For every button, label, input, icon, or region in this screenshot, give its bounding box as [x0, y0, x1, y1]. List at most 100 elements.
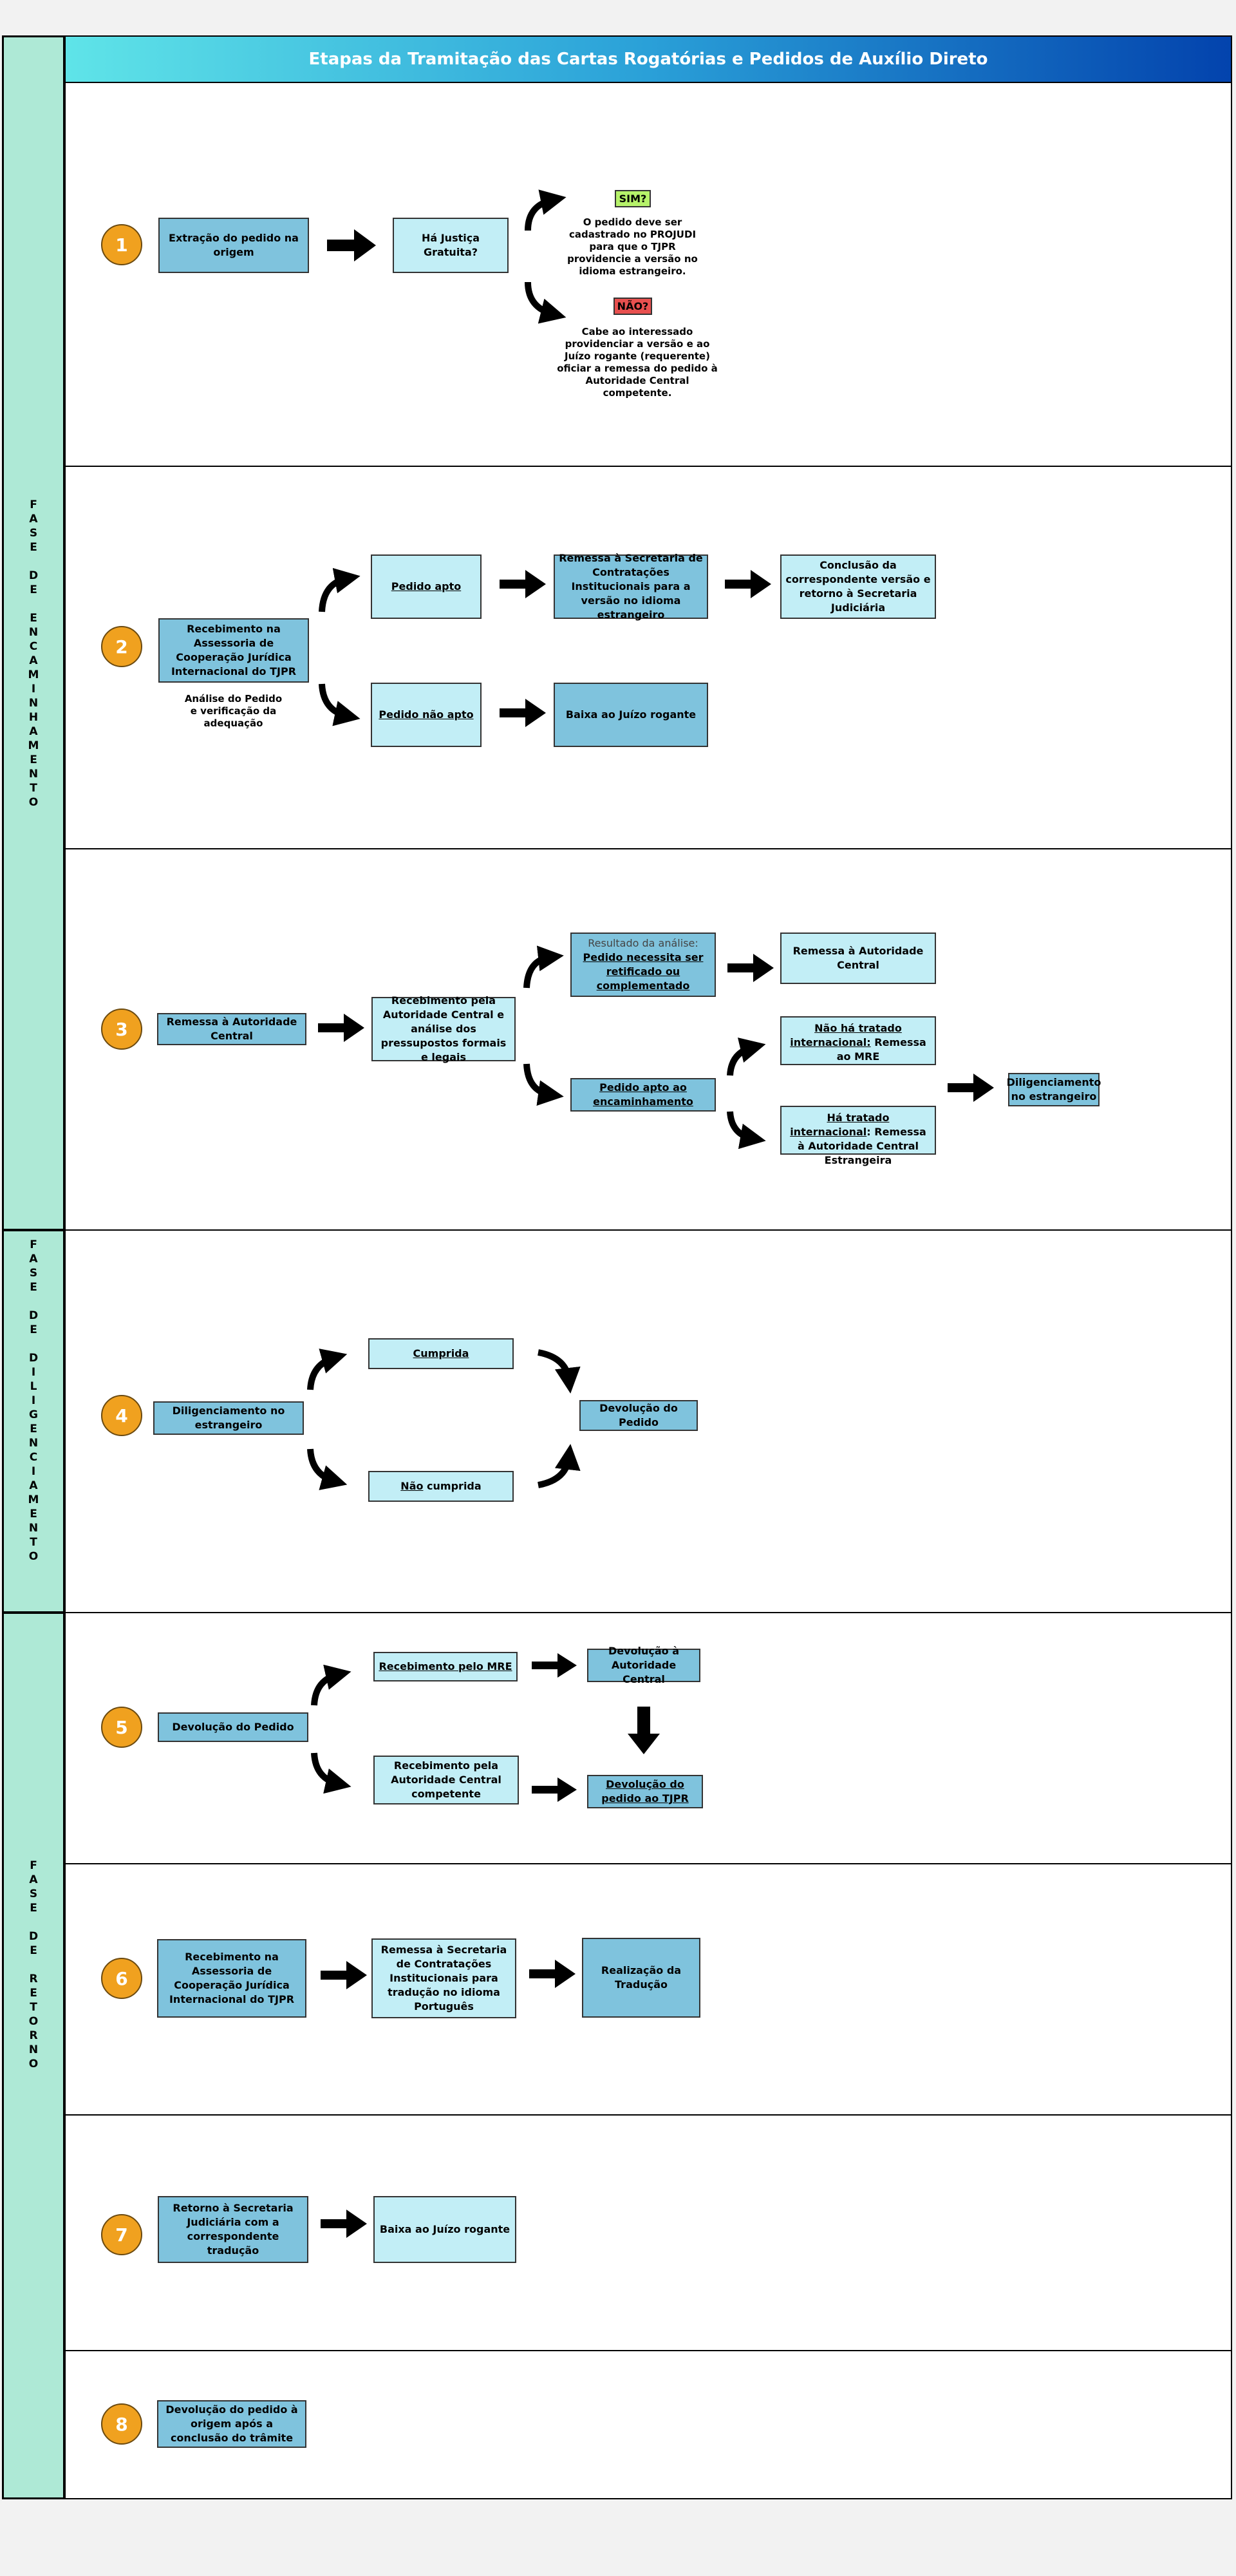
analise-pedido-note: Análise do Pedido e verificação da adequ… — [184, 693, 283, 729]
resultado-analise-label: Resultado da análise: — [588, 937, 698, 949]
phase-letter: E — [30, 1902, 37, 1915]
sim-tag: SIM? — [615, 190, 651, 207]
ha-tratado-label: Há tratado internacional — [790, 1112, 890, 1138]
cumprida-box: Cumprida — [368, 1338, 514, 1369]
nao-cumprida-box: Não cumprida — [368, 1471, 514, 1502]
pedido-apto-encaminhamento-box: Pedido apto ao encaminhamento — [570, 1078, 716, 1112]
phase-letter: C — [29, 640, 38, 653]
baixa-juizo-box-2: Baixa ao Juízo rogante — [554, 683, 708, 747]
nao-ha-tratado-text: Remessa ao MRE — [836, 1036, 926, 1063]
phase-letter: D — [28, 1930, 39, 1943]
pedido-nao-apto-box: Pedido não apto — [371, 683, 482, 747]
diligenciamento-estrangeiro-box-4: Diligenciamento no estrangeiro — [153, 1401, 304, 1435]
recebimento-mre-box: Recebimento pelo MRE — [373, 1652, 518, 1681]
retorno-secretaria-box: Retorno à Secretaria Judiciária com a co… — [158, 2196, 308, 2263]
phase-letter: O — [28, 2058, 39, 2070]
phase-letter: A — [29, 654, 38, 667]
phase-letter: I — [31, 1394, 36, 1407]
phase-letter: E — [30, 583, 37, 596]
phase-letter: O — [28, 2015, 39, 2028]
nao-tag: NÃO? — [613, 298, 652, 315]
devolucao-pedido-box-5: Devolução do Pedido — [158, 1712, 308, 1742]
phase-letter: E — [30, 1323, 37, 1336]
conclusao-versao-box: Conclusão da correspondente versão e ret… — [780, 554, 936, 619]
nao-ha-tratado-label: Não há tratado internacional: — [790, 1022, 902, 1048]
phase-letter: M — [28, 668, 39, 681]
phase-letter: A — [29, 1873, 38, 1886]
realizacao-traducao-box: Realização da Tradução — [582, 1938, 700, 2018]
phase-letter: O — [28, 1550, 39, 1563]
step-number-7: 7 — [101, 2214, 142, 2255]
devolucao-autoridade-central-box: Devolução à Autoridade Central — [587, 1645, 700, 1685]
phase-letter: E — [30, 541, 37, 554]
step-number-2: 2 — [101, 626, 142, 667]
phase-letter: A — [29, 513, 38, 526]
pedido-apto-box: Pedido apto — [371, 554, 482, 619]
nao-cumprida-text: cumprida — [423, 1480, 482, 1492]
phase-letter: F — [30, 1859, 37, 1872]
ha-tratado-box: Há tratado internacional: Remessa à Auto… — [780, 1106, 936, 1166]
phase-letter: T — [30, 2001, 37, 2014]
phase-letter: O — [28, 796, 39, 809]
resultado-analise-text: Pedido necessita ser retificado ou compl… — [583, 951, 704, 992]
phase-letter: N — [28, 1522, 39, 1535]
phase-letter: D — [28, 569, 39, 582]
phase-letter: N — [28, 768, 39, 781]
extracao-pedido-box: Extração do pedido na origem — [158, 218, 309, 273]
phase-letter: N — [28, 626, 39, 639]
devolucao-pedido-tjpr-box: Devolução do pedido ao TJPR — [587, 1775, 703, 1808]
page-title: Etapas da Tramitação das Cartas Rogatóri… — [64, 35, 1232, 83]
phase-letter: M — [28, 1493, 39, 1506]
recebimento-autoridade-central-competente-box: Recebimento pela Autoridade Central comp… — [373, 1756, 519, 1804]
remessa-secretaria-versao-box: Remessa à Secretaria de Contratações Ins… — [554, 552, 708, 621]
phase-letter: N — [28, 697, 39, 710]
nao-cumprida-label: Não — [400, 1480, 424, 1492]
step-number-6: 6 — [101, 1958, 142, 1999]
phase-letter: N — [28, 1437, 39, 1450]
recebimento-assessoria-box-6: Recebimento na Assessoria de Cooperação … — [157, 1939, 306, 2018]
phase-letter: H — [28, 711, 39, 724]
devolucao-pedido-box-4: Devolução do Pedido — [579, 1400, 698, 1431]
phase-letter: I — [31, 1465, 36, 1478]
phase-letter: D — [28, 1352, 39, 1365]
remessa-secretaria-traducao-box: Remessa à Secretaria de Contratações Ins… — [371, 1938, 516, 2018]
phase-letter: F — [30, 498, 37, 511]
recebimento-assessoria-box: Recebimento na Assessoria de Cooperação … — [158, 618, 309, 683]
remessa-autoridade-central-box: Remessa à Autoridade Central — [157, 1013, 306, 1045]
phase-letter: A — [29, 725, 38, 738]
phase-letter: E — [30, 1508, 37, 1520]
phase-letter: A — [29, 1253, 38, 1265]
phase-letter: E — [30, 1987, 37, 2000]
phase-letter: E — [30, 1281, 37, 1294]
step-number-1: 1 — [101, 224, 142, 265]
phase-letter: N — [28, 2043, 39, 2056]
ha-tratado-text: : Remessa à Autoridade Central Estrangei… — [797, 1126, 926, 1166]
recebimento-autoridade-central-box: Recebimento pela Autoridade Central e an… — [371, 994, 516, 1063]
phase-letter: I — [31, 1366, 36, 1379]
step-number-5: 5 — [101, 1707, 142, 1748]
nao-text: Cabe ao interessado providenciar a versã… — [557, 326, 718, 399]
phase-letter: E — [30, 1423, 37, 1435]
phase-letter: R — [29, 1973, 38, 1985]
baixa-juizo-box-7: Baixa ao Juízo rogante — [373, 2196, 516, 2263]
phase-letter: E — [30, 1944, 37, 1957]
resultado-analise-box: Resultado da análise: Pedido necessita s… — [570, 933, 716, 997]
phase-letter: I — [31, 683, 36, 696]
panel-step-1 — [64, 82, 1232, 467]
step-number-8: 8 — [101, 2403, 142, 2445]
phase-letter: E — [30, 612, 37, 625]
remessa-autoridade-central-box-2: Remessa à Autoridade Central — [780, 933, 936, 984]
phase-letter: D — [28, 1309, 39, 1322]
nao-ha-tratado-box: Não há tratado internacional: Remessa ao… — [780, 1016, 936, 1065]
sim-text: O pedido deve ser cadastrado no PROJUDI … — [567, 216, 698, 277]
step-number-3: 3 — [101, 1009, 142, 1050]
phase-letter: E — [30, 753, 37, 766]
phase-letter: S — [29, 1888, 38, 1900]
phase-letter: L — [30, 1380, 37, 1393]
phase-letter: T — [30, 782, 37, 795]
phase-letter: S — [29, 527, 38, 540]
